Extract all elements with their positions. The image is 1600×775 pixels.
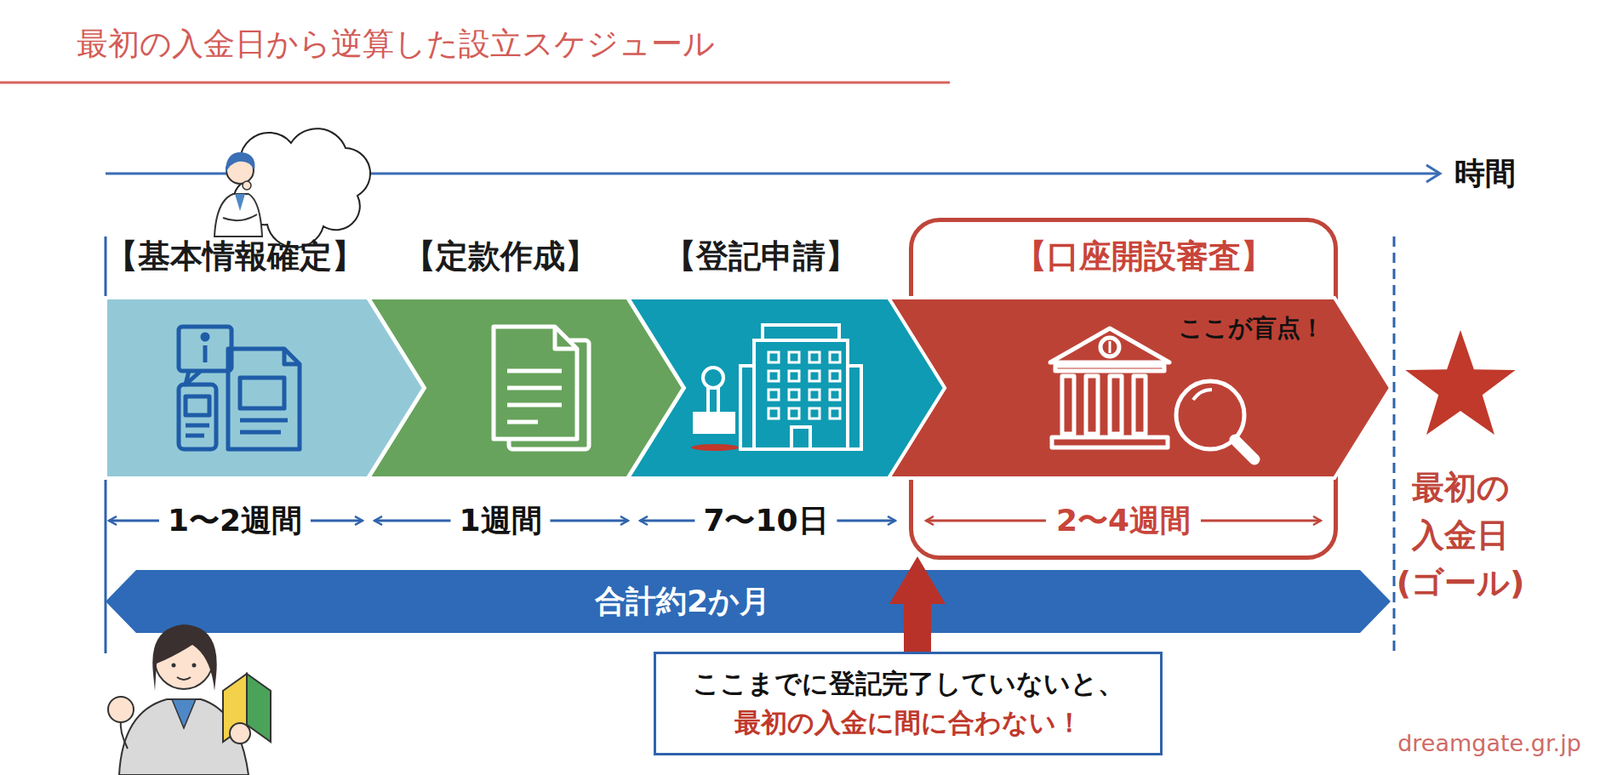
highlight-frame: 【口座開設審査】 2〜4週間 ここが盲点！ bbox=[908, 217, 1338, 560]
diagram-title: 最初の入金日から逆算した設立スケジュール bbox=[76, 26, 715, 63]
phase-chevron-shape bbox=[368, 297, 684, 479]
connector-head bbox=[889, 556, 946, 605]
phase-heading: 【基本情報確定】 bbox=[105, 238, 365, 276]
beginner-person bbox=[108, 624, 271, 775]
warning-note: ここが盲点！ bbox=[1178, 314, 1325, 343]
title-underline bbox=[0, 81, 950, 85]
phase-chevron-shape bbox=[628, 297, 945, 479]
phase-heading: 【登記申請】 bbox=[663, 238, 858, 276]
phase-chevron: 【基本情報確定】 bbox=[105, 297, 424, 479]
total-label: 合計約2か月 bbox=[594, 583, 771, 619]
phase-heading: 【定款作成】 bbox=[403, 238, 598, 276]
thinking-person bbox=[214, 152, 263, 237]
axis-label: 時間 bbox=[1454, 155, 1516, 191]
time-axis bbox=[105, 172, 1439, 176]
band-outline bbox=[105, 570, 1391, 634]
callout-text: ここまでに登記完了していないと、 bbox=[692, 668, 1125, 700]
connector-arrow bbox=[889, 556, 946, 652]
goal-line bbox=[1393, 236, 1396, 654]
chevron-outline bbox=[628, 297, 945, 479]
goal-marker: 最初の 入金日 (ゴール) bbox=[1395, 327, 1526, 618]
thought-cloud bbox=[233, 128, 371, 248]
duration-label: 1週間 bbox=[450, 502, 550, 538]
chevron-outline bbox=[105, 297, 424, 479]
goal-label: 最初の 入金日 (ゴール) bbox=[1395, 463, 1526, 607]
phase-heading: 【口座開設審査】 bbox=[1014, 238, 1274, 276]
phase-chevron: 【定款作成】 bbox=[368, 297, 684, 479]
phase-chevron: 【登記申請】 bbox=[628, 297, 945, 479]
blind-spot-chevron: ここが盲点！ bbox=[888, 297, 1391, 479]
duration-label: 2〜4週間 bbox=[1045, 502, 1201, 538]
chevron-outline bbox=[368, 297, 684, 479]
duration-label: 1〜2週間 bbox=[159, 502, 311, 538]
callout-warning: 最初の入金に間に合わない！ bbox=[734, 708, 1083, 739]
connector-shaft bbox=[903, 603, 932, 652]
watermark: dreamgate.gr.jp bbox=[1397, 730, 1582, 757]
time-axis-head bbox=[1426, 165, 1440, 183]
chevron-outline bbox=[888, 297, 1391, 479]
callout-box: ここまでに登記完了していないと、最初の入金に間に合わない！ bbox=[653, 651, 1163, 756]
goal-star bbox=[1405, 330, 1515, 435]
duration-label: 7〜10日 bbox=[694, 502, 837, 538]
phase-chevron-shape bbox=[105, 297, 424, 479]
total-duration-band: 合計約2か月 bbox=[105, 570, 1391, 634]
